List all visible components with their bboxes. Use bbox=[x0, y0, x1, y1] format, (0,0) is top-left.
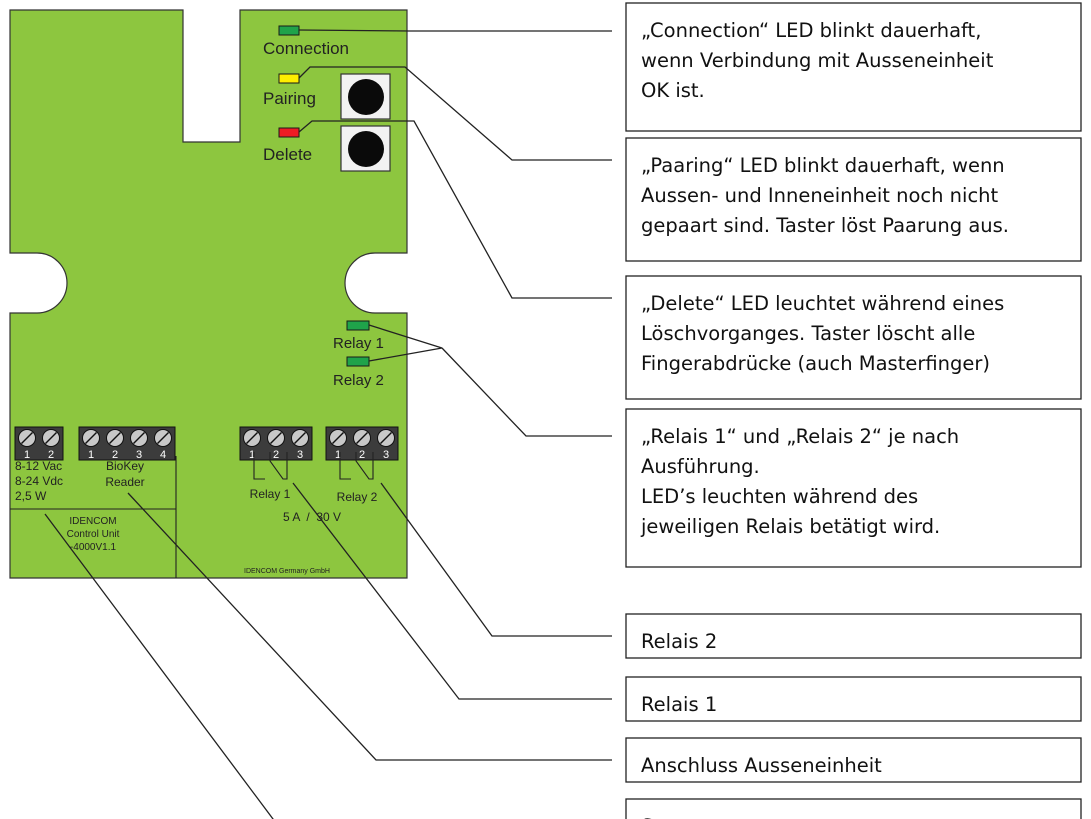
leader-spannung bbox=[44, 513, 274, 819]
manufacturer-label: IDENCOM Germany GmbH bbox=[244, 568, 330, 575]
callout-relais1-line: Relais 1 bbox=[641, 693, 717, 716]
terminal-number: 1 bbox=[249, 449, 255, 461]
terminal-number: 2 bbox=[48, 449, 54, 461]
callout-anschluss-box bbox=[625, 737, 1082, 783]
biokey-label-line-1: BioKey bbox=[106, 459, 144, 473]
callout-relais2-box bbox=[625, 613, 1082, 659]
relay1-label: Relay 1 bbox=[250, 487, 291, 501]
terminal-number: 3 bbox=[297, 449, 303, 461]
relay2-label: Relay 2 bbox=[337, 490, 378, 504]
callout-delete-line: „Delete“ LED leuchtet während eines bbox=[641, 292, 1004, 315]
terminal-screw-slot bbox=[294, 432, 306, 444]
terminal-screw-slot bbox=[246, 432, 258, 444]
leader-relais1 bbox=[292, 482, 612, 700]
pairing-label: Pairing bbox=[263, 89, 316, 108]
connection-label: Connection bbox=[263, 39, 349, 58]
terminal-screw-slot bbox=[380, 432, 392, 444]
terminal-number: 2 bbox=[273, 449, 279, 461]
callout-spannung-box bbox=[625, 798, 1082, 819]
power-spec-line-1: 8-12 Vac bbox=[15, 459, 62, 473]
relay2-led-label: Relay 2 bbox=[333, 372, 384, 389]
leader-relais2 bbox=[380, 482, 612, 637]
connection-led bbox=[278, 25, 300, 36]
leader-connection bbox=[298, 29, 612, 32]
terminal-screw-slot bbox=[21, 432, 33, 444]
delete-button[interactable] bbox=[348, 131, 384, 167]
terminal-number: 3 bbox=[383, 449, 389, 461]
callout-relais1-box bbox=[625, 676, 1082, 722]
delete-led bbox=[278, 127, 300, 138]
callout-delete-box bbox=[625, 275, 1082, 400]
relay2-led bbox=[346, 356, 370, 367]
terminal-screw-slot bbox=[356, 432, 368, 444]
power-spec-line-2: 8-24 Vdc bbox=[15, 474, 63, 488]
terminal-blocks: 1 2 1 2 3 4 1 2 3 1 2 3 bbox=[14, 426, 399, 461]
pairing-button[interactable] bbox=[348, 79, 384, 115]
terminal-number: 1 bbox=[24, 449, 30, 461]
callout-pairing-box bbox=[625, 137, 1082, 262]
terminal-number: 2 bbox=[359, 449, 365, 461]
relay2-contact-symbol bbox=[339, 452, 374, 480]
terminal-screw-slot bbox=[270, 432, 282, 444]
callout-relays-box bbox=[625, 408, 1082, 568]
callout-connection-line: wenn Verbindung mit Ausseneinheit bbox=[641, 49, 994, 72]
relay1-led bbox=[346, 320, 370, 331]
power-spec-line-3: 2,5 W bbox=[15, 489, 47, 503]
unit-label-line-3: -4000V1.1 bbox=[70, 542, 117, 553]
terminal-number: 1 bbox=[335, 449, 341, 461]
terminal-screw-slot bbox=[85, 432, 97, 444]
relay1-led-label: Relay 1 bbox=[333, 335, 384, 352]
callout-boxes: „Connection“ LED blinkt dauerhaft, wenn V… bbox=[625, 2, 1082, 819]
callout-delete-line: Löschvorganges. Taster löscht alle bbox=[641, 322, 975, 345]
leader-delete bbox=[298, 120, 612, 299]
terminal-number: 3 bbox=[136, 449, 142, 461]
terminal-screw-slot bbox=[109, 432, 121, 444]
callout-pairing-line: gepaart sind. Taster löst Paarung aus. bbox=[641, 214, 1009, 237]
leader-relay-leds bbox=[368, 324, 612, 437]
leader-anschluss bbox=[127, 492, 612, 761]
callout-delete-line: Fingerabdrücke (auch Masterfinger) bbox=[641, 352, 990, 375]
terminal-screw-slot bbox=[45, 432, 57, 444]
callout-connection-box bbox=[625, 2, 1082, 132]
callout-connection-line: „Connection“ LED blinkt dauerhaft, bbox=[641, 19, 981, 42]
callout-connection-line: OK ist. bbox=[641, 79, 705, 102]
callout-spannung-line: Spannungsversorgung bbox=[641, 815, 860, 819]
terminal-screw-slot bbox=[133, 432, 145, 444]
terminal-number: 1 bbox=[88, 449, 94, 461]
callout-relays-line: jeweiligen Relais betätigt wird. bbox=[640, 515, 940, 538]
callout-pairing-line: „Paaring“ LED blinkt dauerhaft, wenn bbox=[641, 154, 1005, 177]
delete-label: Delete bbox=[263, 145, 312, 164]
terminal-screw-slot bbox=[157, 432, 169, 444]
callout-relays-line: „Relais 1“ und „Relais 2“ je nach bbox=[641, 425, 959, 448]
callout-relays-line: LED’s leuchten während des bbox=[641, 485, 918, 508]
biokey-label-line-2: Reader bbox=[105, 475, 144, 489]
unit-label-line-2: Control Unit bbox=[67, 529, 120, 540]
terminal-screw-slot bbox=[332, 432, 344, 444]
callout-relais2-line: Relais 2 bbox=[641, 630, 717, 653]
relay-rating: 5 A / 30 V bbox=[283, 510, 341, 524]
pairing-led bbox=[278, 73, 300, 84]
unit-label-line-1: IDENCOM bbox=[69, 516, 116, 527]
callout-anschluss-line: Anschluss Ausseneinheit bbox=[641, 754, 882, 777]
terminal-number: 4 bbox=[160, 449, 166, 461]
callout-relays-line: Ausführung. bbox=[641, 455, 760, 478]
leader-pairing bbox=[298, 66, 612, 161]
relay1-contact-symbol bbox=[253, 452, 288, 480]
callout-pairing-line: Aussen- und Inneneinheit noch nicht bbox=[641, 184, 999, 207]
terminal-number: 2 bbox=[112, 449, 118, 461]
